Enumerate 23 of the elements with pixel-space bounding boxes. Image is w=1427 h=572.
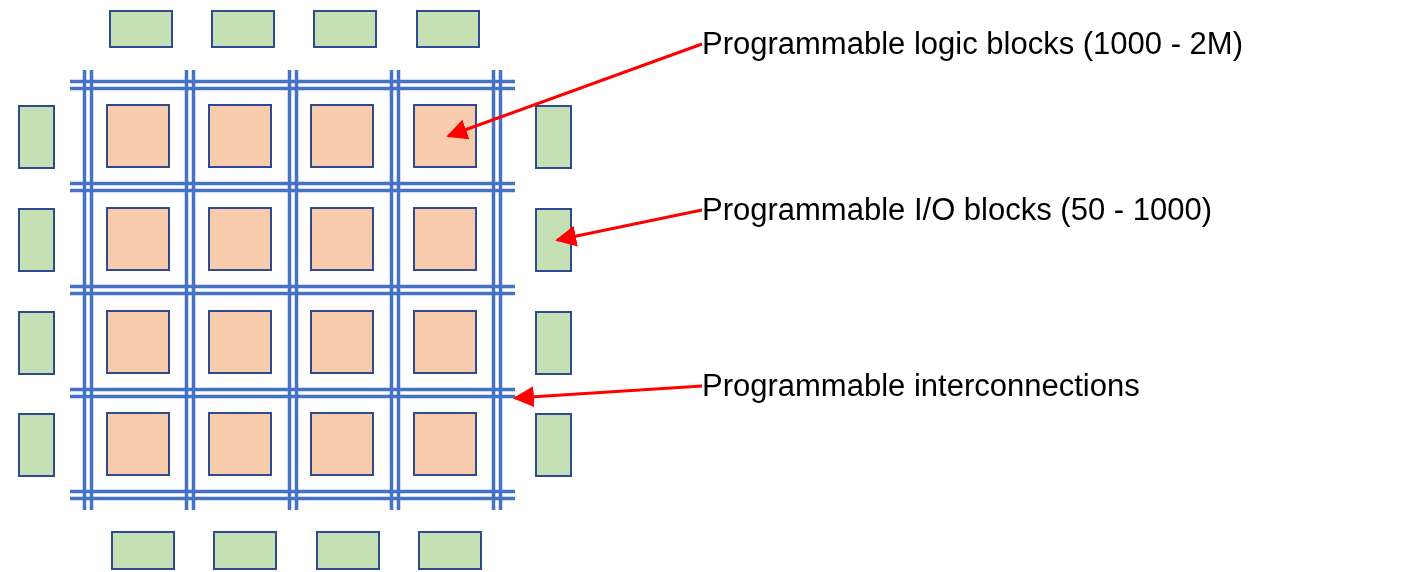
io-block bbox=[18, 311, 55, 375]
io-block bbox=[18, 208, 55, 272]
leader-line bbox=[446, 42, 703, 140]
callout-text: Programmable logic blocks (1000 - 2M) bbox=[702, 26, 1243, 62]
io-block bbox=[535, 413, 572, 477]
io-block bbox=[418, 531, 482, 570]
leader-line bbox=[512, 384, 703, 408]
io-block bbox=[211, 10, 275, 48]
io-block bbox=[109, 10, 173, 48]
io-block bbox=[213, 531, 277, 570]
interconnect-grid-drawing bbox=[70, 70, 515, 510]
io-block bbox=[111, 531, 175, 570]
io-block bbox=[18, 413, 55, 477]
callout-text: Programmable I/O blocks (50 - 1000) bbox=[702, 192, 1212, 228]
io-block bbox=[535, 208, 572, 272]
io-block bbox=[313, 10, 377, 48]
io-block bbox=[535, 105, 572, 169]
callout-text: Programmable interconnections bbox=[702, 368, 1140, 404]
io-block bbox=[535, 311, 572, 375]
io-block bbox=[316, 531, 380, 570]
io-block bbox=[416, 10, 480, 48]
io-block bbox=[18, 105, 55, 169]
leader-line bbox=[555, 208, 703, 247]
